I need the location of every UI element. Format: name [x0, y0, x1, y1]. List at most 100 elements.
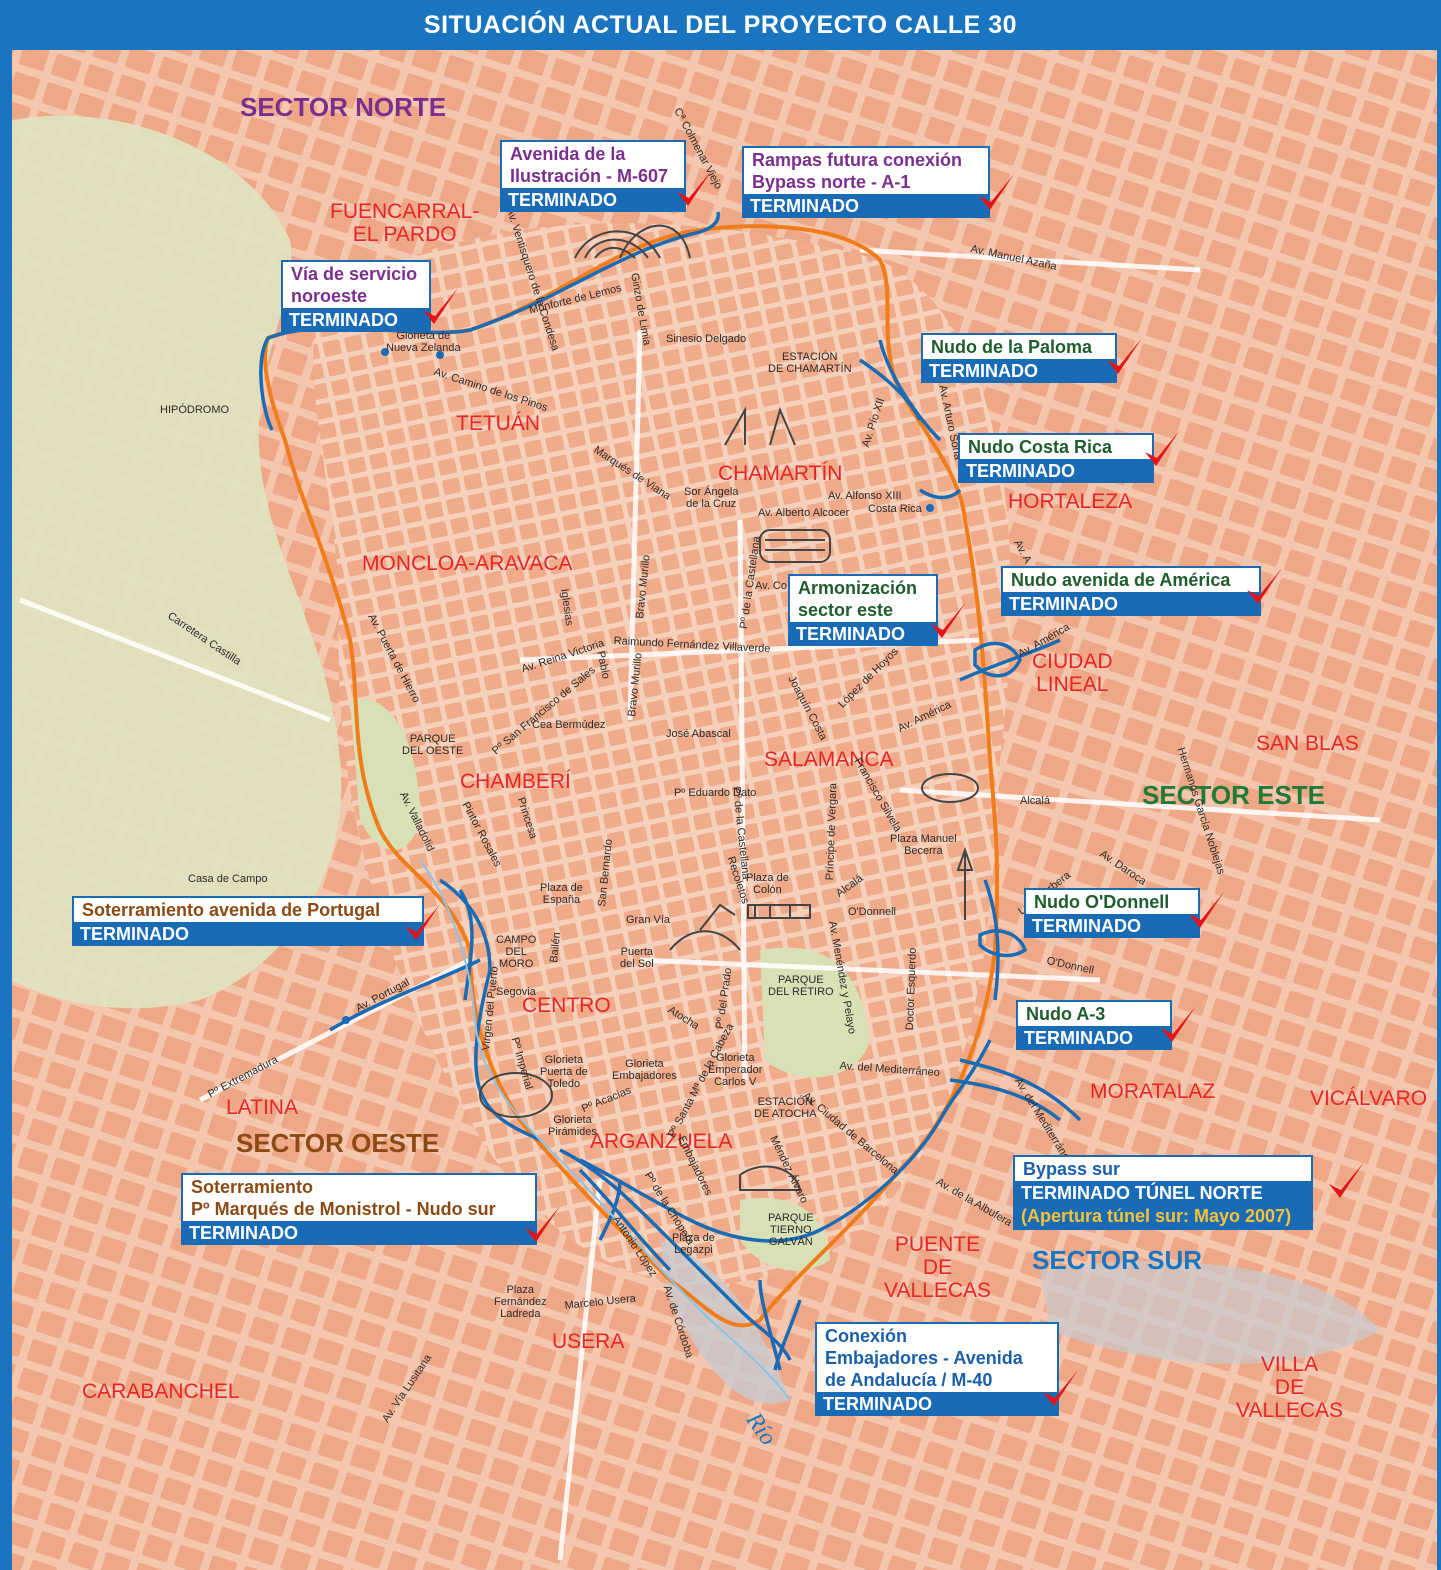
district-carabanchel: CARABANCHEL [82, 1380, 240, 1403]
casa-de-campo-park [12, 115, 342, 1009]
project-nudo-america: Nudo avenida de América TERMINADO [1001, 566, 1261, 616]
bullring-icon [921, 773, 979, 803]
street-cea-bermudez: Cea Bermúdez [532, 719, 606, 731]
stadium-icon [759, 529, 831, 563]
street-costa-rica: Costa Rica [868, 503, 922, 515]
district-tetuan: TETUÁN [456, 412, 540, 435]
street-odonnell: O'Donnell [848, 906, 896, 918]
district-moncloa: MONCLOA-ARAVACA [362, 552, 573, 575]
district-moratalaz: MORATALAZ [1090, 1080, 1216, 1103]
arch-icon [619, 224, 691, 259]
landmark-icons [479, 224, 979, 1191]
street-alfonso-xiii: Av. Alfonso XIII [828, 490, 902, 502]
atocha-station-icon [739, 1165, 802, 1191]
parque-tierno-galvan [740, 1198, 830, 1271]
district-centro: CENTRO [522, 994, 611, 1017]
check-icon [1189, 892, 1224, 928]
street-segovia: Segovia [496, 986, 536, 998]
check-icon [1107, 338, 1142, 374]
parque-del-retiro [760, 947, 870, 1078]
industrial-area [1040, 1260, 1380, 1364]
page-title: SITUACIÓN ACTUAL DEL PROYECTO CALLE 30 [0, 0, 1441, 50]
check-icon [677, 170, 712, 206]
place-hipodromo: HIPÓDROMO [160, 404, 230, 416]
project-nudo-a3: Nudo A-3 TERMINADO [1016, 1000, 1172, 1050]
project-soterramiento-portugal: Soterramiento avenida de Portugal TERMIN… [72, 896, 424, 946]
check-icon [1043, 1370, 1078, 1406]
tv-tower-icon [956, 846, 974, 920]
district-chamberi: CHAMBERÍ [460, 770, 571, 793]
cibeles-icon [669, 903, 741, 951]
check-icon [1329, 1162, 1364, 1198]
district-fuencarral: FUENCARRAL-EL PARDO [330, 200, 480, 246]
check-icon [1161, 1006, 1196, 1042]
sector-sur-label: SECTOR SUR [1032, 1245, 1202, 1275]
street-sinesio: Sinesio Delgado [666, 333, 747, 345]
bridge-icon [574, 230, 661, 259]
district-salamanca: SALAMANCA [764, 748, 894, 771]
project-bypass-sur: Bypass sur TERMINADO TÚNEL NORTE (Apertu… [1013, 1155, 1313, 1230]
district-latina: LATINA [226, 1096, 298, 1119]
check-icon [1247, 568, 1282, 604]
district-vicalvaro: VICÁLVARO [1310, 1087, 1428, 1110]
street-jose-abascal: José Abascal [666, 728, 731, 740]
puerta-alcala-icon [747, 904, 811, 919]
street-alcala: Alcalá [1020, 795, 1050, 807]
project-nudo-costa-rica: Nudo Costa Rica TERMINADO [958, 433, 1154, 483]
district-san-blas: SAN BLAS [1256, 732, 1359, 755]
towers-icon [724, 406, 796, 446]
sector-oeste-label: SECTOR OESTE [236, 1128, 440, 1158]
district-usera: USERA [552, 1330, 625, 1353]
check-icon [525, 1206, 560, 1242]
check-icon [979, 174, 1014, 210]
district-chamartin: CHAMARTÍN [718, 462, 843, 485]
calle-30-completed-segments [259, 211, 1082, 1371]
check-icon [931, 602, 966, 638]
sector-norte-label: SECTOR NORTE [240, 92, 447, 122]
parque-del-oeste [350, 698, 420, 850]
project-nudo-odonnell: Nudo O'Donnell TERMINADO [1024, 888, 1200, 938]
sector-este-label: SECTOR ESTE [1142, 780, 1326, 810]
street-av-concha: Av. Co [755, 580, 787, 592]
main-avenues [19, 247, 1381, 1561]
street-gran-via: Gran Vía [626, 914, 671, 926]
check-icon [405, 904, 440, 940]
district-arganzuela: ARGANZUELA [590, 1130, 733, 1153]
vicente-calderon-icon [479, 1072, 553, 1118]
manzanares-river [419, 859, 791, 1401]
check-icon [423, 288, 458, 324]
place-casa-campo: Casa de Campo [188, 873, 268, 885]
district-hortaleza: HORTALEZA [1008, 490, 1133, 513]
street-eduardo-dato: Pº Eduardo Dato [674, 787, 757, 799]
street-alberto-alcocer: Av. Alberto Alcocer [758, 507, 850, 519]
